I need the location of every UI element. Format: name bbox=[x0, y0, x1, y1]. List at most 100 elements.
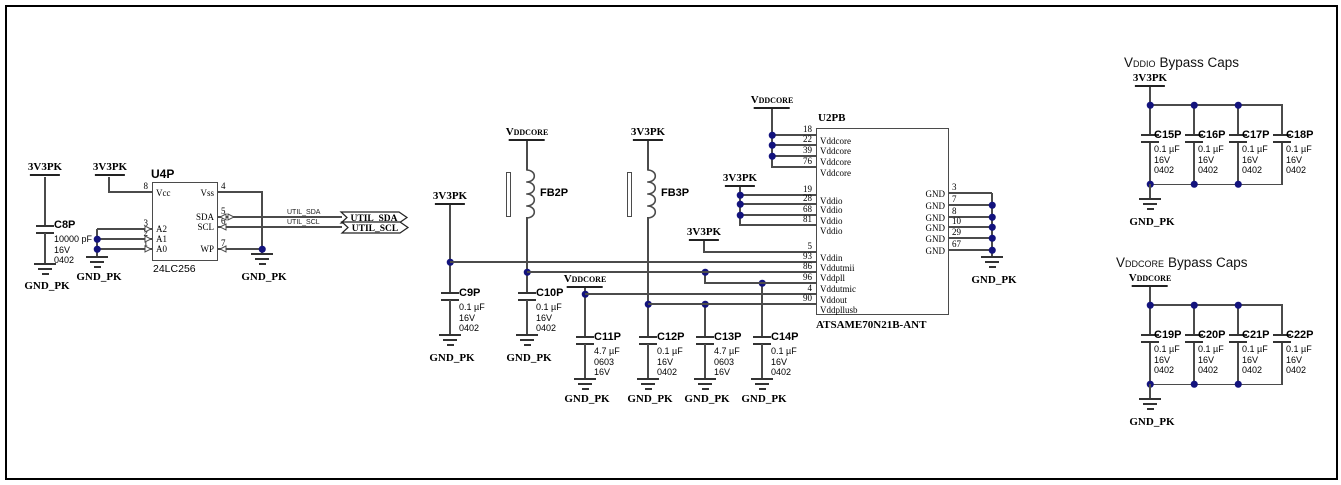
net-label: 3V3PK bbox=[432, 190, 468, 202]
pin-name: GND bbox=[925, 189, 946, 199]
wire bbox=[647, 141, 649, 170]
capacitor-plate bbox=[753, 336, 771, 339]
pin-number: 81 bbox=[803, 214, 812, 224]
capacitor-plate bbox=[36, 231, 54, 234]
wire bbox=[1150, 383, 1283, 385]
wire bbox=[108, 177, 110, 192]
power-flag-3v3pk: 3V3PK bbox=[687, 226, 721, 241]
pin-name: Vddio bbox=[820, 226, 843, 236]
wire bbox=[44, 233, 46, 263]
junction-dot bbox=[988, 223, 996, 231]
wire bbox=[44, 177, 46, 225]
wire bbox=[772, 144, 816, 146]
net-label: 3V3PK bbox=[630, 126, 666, 138]
power-flag-3v3pk: 3V3PK bbox=[433, 190, 467, 205]
junction-dot bbox=[736, 191, 744, 199]
net-label: 3V3PK bbox=[92, 161, 128, 173]
capacitor-plate bbox=[518, 298, 536, 301]
wire bbox=[584, 344, 586, 378]
junction-dot bbox=[1234, 180, 1242, 188]
pin-number: 6 bbox=[221, 216, 226, 226]
ground-symbol bbox=[250, 253, 274, 267]
ferrite-bar bbox=[627, 172, 632, 217]
power-flag-3v3pk: 3V3PK bbox=[1133, 72, 1167, 87]
net-label: Vddcore bbox=[1128, 272, 1172, 284]
ground-symbol bbox=[693, 378, 717, 392]
net-name-label: UTIL_SDA bbox=[287, 209, 321, 216]
ic-part-number: 24LC256 bbox=[153, 263, 196, 275]
wire bbox=[584, 288, 586, 336]
capacitor-plate bbox=[1141, 140, 1159, 143]
pin-name: WP bbox=[200, 244, 215, 254]
cap-ref: C8P bbox=[54, 219, 76, 231]
wire bbox=[1149, 287, 1151, 305]
pin-name: GND bbox=[925, 201, 946, 211]
wire bbox=[949, 204, 992, 206]
ground-symbol bbox=[33, 263, 57, 277]
wire bbox=[449, 300, 451, 334]
junction-dot bbox=[988, 234, 996, 242]
ground-label: GND_PK bbox=[684, 393, 730, 405]
ground-symbol bbox=[573, 378, 597, 392]
ferrite-bead-fb2p bbox=[526, 169, 536, 219]
junction-dot bbox=[93, 235, 101, 243]
wire bbox=[761, 283, 763, 336]
ic-u4p-body bbox=[152, 182, 218, 261]
ground-label: GND_PK bbox=[627, 393, 673, 405]
svg-text:UTIL_SDA: UTIL_SDA bbox=[351, 214, 398, 224]
ic-reference: U4P bbox=[151, 167, 175, 181]
pin-number: 5 bbox=[807, 241, 813, 251]
wire bbox=[1237, 141, 1239, 185]
wire bbox=[1149, 105, 1151, 135]
pin-number: 96 bbox=[803, 272, 812, 282]
capacitor-plate bbox=[696, 342, 714, 345]
bidir-arrow-icon bbox=[227, 213, 235, 221]
net-label: Vddcore bbox=[505, 126, 549, 138]
capacitor-plate bbox=[1185, 340, 1203, 343]
input-arrow-icon bbox=[144, 245, 152, 253]
capacitor-plate bbox=[696, 336, 714, 339]
capacitor-plate bbox=[1229, 134, 1247, 137]
power-bar bbox=[754, 107, 790, 109]
wire bbox=[761, 344, 763, 378]
ground-label: GND_PK bbox=[76, 271, 122, 283]
input-arrow-icon bbox=[219, 245, 227, 253]
capacitor-plate bbox=[441, 292, 459, 295]
ferrite-ref: FB3P bbox=[661, 187, 690, 199]
pin-number: 10 bbox=[952, 216, 961, 226]
bidir-arrow-icon bbox=[219, 213, 227, 221]
capacitor-plate bbox=[1229, 334, 1247, 337]
pin-name: Vddout bbox=[820, 295, 847, 305]
pin-name: Vddcore bbox=[820, 146, 851, 156]
ground-label: GND_PK bbox=[429, 352, 475, 364]
power-bar bbox=[567, 286, 603, 288]
capacitor-plate bbox=[576, 336, 594, 339]
pin-name: Vddio bbox=[820, 216, 843, 226]
pin-name: Vddio bbox=[820, 205, 843, 215]
net-flag-util-scl: UTIL_SCL bbox=[340, 221, 410, 234]
junction-dot bbox=[93, 245, 101, 253]
junction-dot bbox=[1190, 380, 1198, 388]
pin-name: GND bbox=[925, 223, 946, 233]
ground-symbol bbox=[750, 378, 774, 392]
capacitor-plate bbox=[441, 298, 459, 301]
junction-dot bbox=[988, 246, 996, 254]
wire bbox=[1237, 341, 1239, 384]
pin-number: 4 bbox=[807, 283, 813, 293]
pin-number: 29 bbox=[952, 227, 961, 237]
pin-number: 3 bbox=[952, 182, 957, 192]
wire bbox=[526, 217, 528, 292]
pin-name: GND bbox=[925, 246, 946, 256]
power-bar bbox=[94, 174, 125, 176]
junction-dot bbox=[988, 201, 996, 209]
capacitor-plate bbox=[1185, 334, 1203, 337]
pin-number: 19 bbox=[803, 184, 812, 194]
pin-name: Vddio bbox=[820, 196, 843, 206]
power-bar bbox=[724, 185, 755, 187]
junction-dot bbox=[1234, 380, 1242, 388]
pin-name: SCL bbox=[197, 222, 214, 232]
